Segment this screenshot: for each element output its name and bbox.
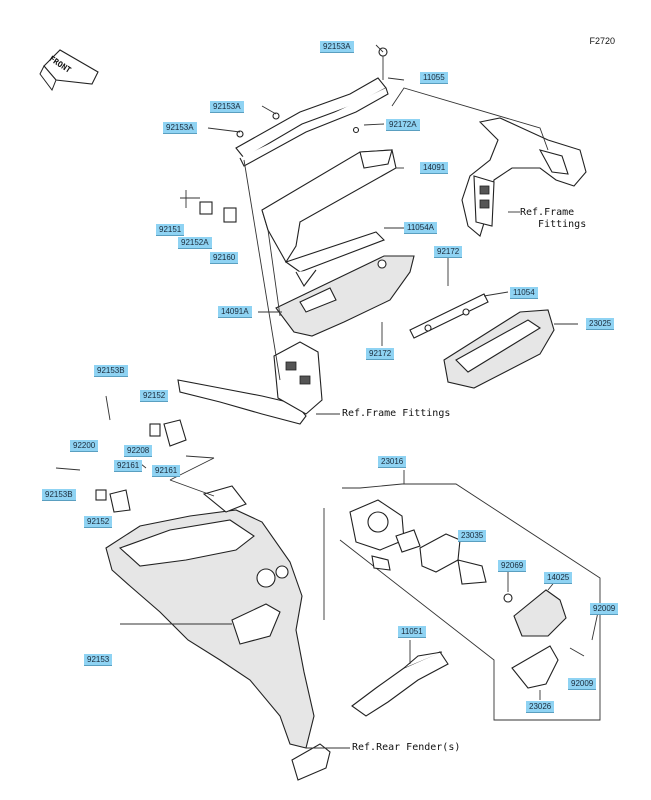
license-lamp-group-outline (323, 483, 601, 721)
label-92161: 92161 (114, 460, 143, 472)
label-92152A: 92152A (178, 237, 212, 249)
label-92172A: 92172A (386, 119, 420, 131)
socket-23035 (419, 533, 487, 585)
reference-frame-fittings-upper: Ref.Frame Fittings (520, 207, 587, 230)
screws-92009 (569, 611, 599, 657)
label-92009: 92009 (568, 678, 597, 690)
rear-fender (105, 485, 331, 781)
label-14091A: 14091A (218, 306, 252, 318)
label-92200: 92200 (70, 440, 99, 452)
label-14091: 14091 (420, 162, 449, 174)
label-23035: 23035 (458, 530, 487, 542)
label-11055: 11055 (420, 72, 448, 84)
lens-14025 (503, 589, 567, 637)
label-92160: 92160 (210, 252, 239, 264)
cover-23026 (511, 645, 559, 689)
fasteners-upper-left (180, 112, 360, 223)
figure-code: F2720 (589, 36, 615, 46)
label-11054: 11054 (510, 287, 538, 299)
label-92208: 92208 (124, 445, 153, 457)
grab-rail-right (461, 117, 587, 237)
label-92153B: 92153B (42, 489, 76, 501)
label-92069: 92069 (498, 560, 527, 572)
label-23016: 23016 (378, 456, 407, 468)
label-92152: 92152 (84, 516, 113, 528)
license-lamp-housing-23016 (349, 499, 421, 571)
tail-cover-14091A (275, 255, 415, 337)
label-92153A: 92153A (163, 122, 197, 134)
label-92009: 92009 (590, 603, 619, 615)
fasteners-lower-left (55, 395, 187, 513)
label-92153A: 92153A (210, 101, 244, 113)
license-bracket-11051 (351, 651, 449, 717)
label-14025: 14025 (544, 572, 573, 584)
label-92153: 92153 (84, 654, 113, 666)
bracket-11054 (409, 293, 489, 339)
label-92153B: 92153B (94, 365, 128, 377)
label-92161: 92161 (152, 465, 181, 477)
tail-cover-14091 (261, 149, 397, 264)
label-11054A: 11054A (404, 222, 437, 234)
label-23026: 23026 (526, 701, 555, 713)
bracket-11054A (284, 231, 385, 287)
reference-frame-fittings-mid: Ref.Frame Fittings (342, 408, 451, 419)
reference-rear-fender: Ref.Rear Fender(s) (352, 742, 461, 753)
label-92151: 92151 (156, 224, 185, 236)
label-92152: 92152 (140, 390, 169, 402)
grab-rail-left (177, 341, 323, 425)
tail-bracket-11055 (235, 47, 389, 167)
label-92172: 92172 (366, 348, 395, 360)
label-23025: 23025 (586, 318, 615, 330)
front-arrow-icon (39, 49, 99, 92)
label-11051: 11051 (398, 626, 426, 638)
label-92153A: 92153A (320, 41, 354, 53)
label-92172: 92172 (434, 246, 463, 258)
tail-lamp-23025 (443, 309, 555, 389)
